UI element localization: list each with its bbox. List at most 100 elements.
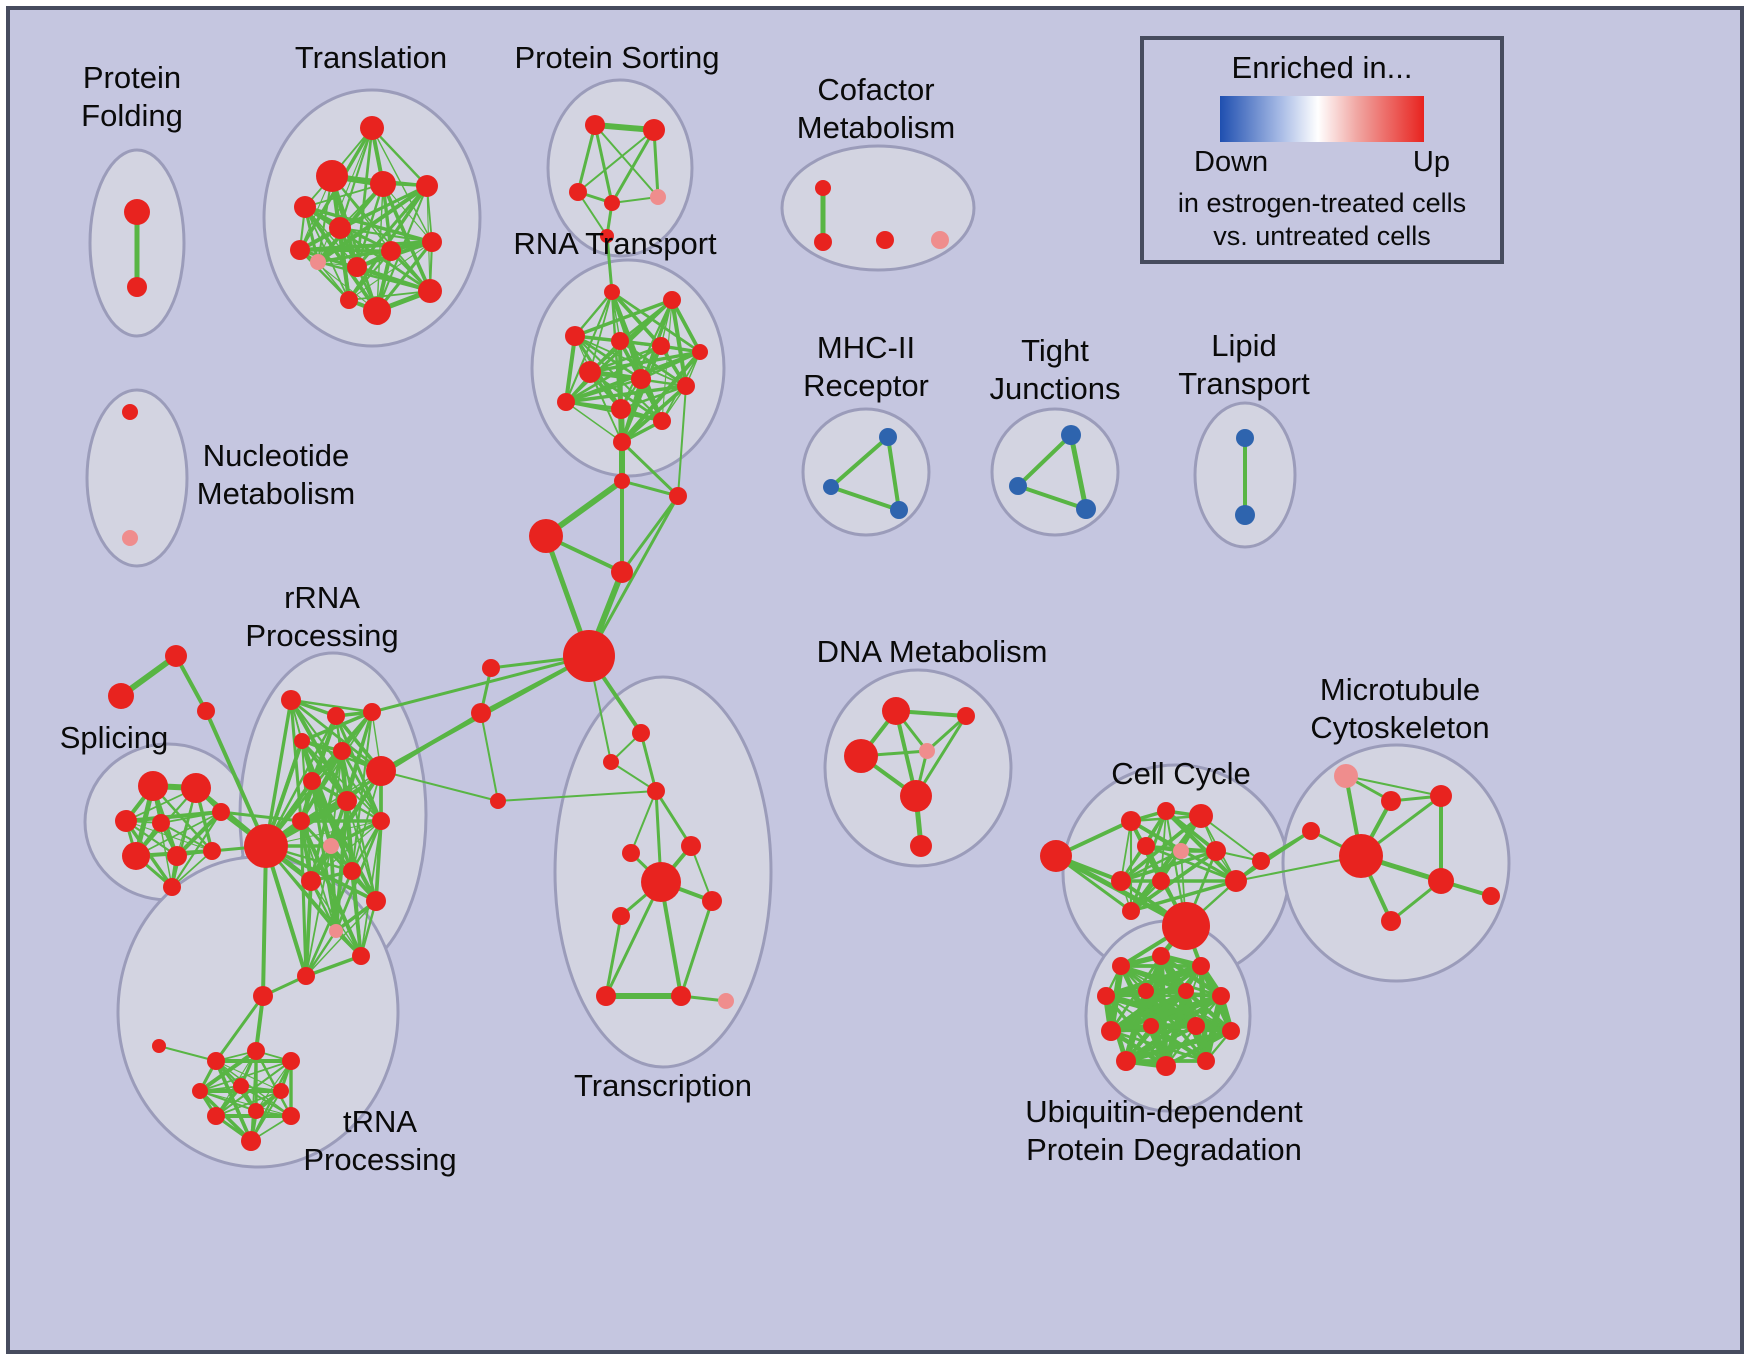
node-rrna-processing-2[interactable] xyxy=(327,707,345,725)
node-microtubule-1[interactable] xyxy=(1381,791,1401,811)
node-rrna-processing-17[interactable] xyxy=(297,967,315,985)
node-ubiquitin-4[interactable] xyxy=(1138,983,1154,999)
node-cell-cycle-12[interactable] xyxy=(1252,852,1270,870)
node-rna-transport-9[interactable] xyxy=(557,393,575,411)
node-conn-9[interactable] xyxy=(108,683,134,709)
node-ubiquitin-2[interactable] xyxy=(1192,957,1210,975)
node-translation-5[interactable] xyxy=(310,254,326,270)
node-translation-7[interactable] xyxy=(416,175,438,197)
node-trna-processing-4[interactable] xyxy=(192,1083,208,1099)
node-trna-processing-2[interactable] xyxy=(247,1042,265,1060)
node-rrna-processing-15[interactable] xyxy=(329,924,343,938)
node-translation-10[interactable] xyxy=(347,257,367,277)
node-transcription-5[interactable] xyxy=(641,862,681,902)
node-translation-8[interactable] xyxy=(422,232,442,252)
node-rna-transport-5[interactable] xyxy=(692,344,708,360)
node-translation-11[interactable] xyxy=(363,297,391,325)
node-rna-transport-8[interactable] xyxy=(677,377,695,395)
node-dna-metabolism-5[interactable] xyxy=(910,835,932,857)
node-transcription-7[interactable] xyxy=(612,907,630,925)
node-dna-metabolism-4[interactable] xyxy=(900,780,932,812)
node-cell-cycle-4[interactable] xyxy=(1137,837,1155,855)
node-cell-cycle-3[interactable] xyxy=(1189,804,1213,828)
node-ubiquitin-8[interactable] xyxy=(1143,1018,1159,1034)
node-transcription-4[interactable] xyxy=(622,844,640,862)
node-cell-cycle-1[interactable] xyxy=(1121,811,1141,831)
node-splicing-1[interactable] xyxy=(181,773,211,803)
node-transcription-1[interactable] xyxy=(603,754,619,770)
node-splicing-2[interactable] xyxy=(115,810,137,832)
node-dna-metabolism-3[interactable] xyxy=(919,743,935,759)
node-rrna-processing-16[interactable] xyxy=(352,947,370,965)
node-rna-transport-7[interactable] xyxy=(631,369,651,389)
node-rrna-processing-5[interactable] xyxy=(333,742,351,760)
node-protein-sorting-2[interactable] xyxy=(569,183,587,201)
node-trna-processing-8[interactable] xyxy=(248,1103,264,1119)
node-rrna-processing-8[interactable] xyxy=(337,791,357,811)
node-conn-1[interactable] xyxy=(669,487,687,505)
node-translation-2[interactable] xyxy=(294,196,316,218)
node-translation-13[interactable] xyxy=(340,291,358,309)
node-cell-cycle-9[interactable] xyxy=(1225,870,1247,892)
node-rrna-processing-13[interactable] xyxy=(301,871,321,891)
node-mhc2-1[interactable] xyxy=(823,479,839,495)
node-trna-processing-3[interactable] xyxy=(282,1052,300,1070)
node-protein-sorting-1[interactable] xyxy=(643,119,665,141)
node-nucleotide-metabolism-0[interactable] xyxy=(122,404,138,420)
node-rrna-processing-7[interactable] xyxy=(303,772,321,790)
node-rrna-processing-0[interactable] xyxy=(244,824,288,868)
node-rna-transport-11[interactable] xyxy=(653,412,671,430)
node-cofactor-metabolism-1[interactable] xyxy=(814,233,832,251)
node-cell-cycle-11[interactable] xyxy=(1162,902,1210,950)
node-microtubule-0[interactable] xyxy=(1334,764,1358,788)
node-rrna-processing-6[interactable] xyxy=(366,756,396,786)
node-transcription-2[interactable] xyxy=(647,782,665,800)
node-translation-1[interactable] xyxy=(316,160,348,192)
node-conn-7[interactable] xyxy=(490,793,506,809)
node-protein-sorting-3[interactable] xyxy=(604,195,620,211)
node-ubiquitin-11[interactable] xyxy=(1116,1051,1136,1071)
node-rna-transport-12[interactable] xyxy=(613,433,631,451)
node-dna-metabolism-0[interactable] xyxy=(882,697,910,725)
node-protein-folding-0[interactable] xyxy=(124,199,150,225)
node-cofactor-metabolism-0[interactable] xyxy=(815,180,831,196)
node-tight-junctions-0[interactable] xyxy=(1061,425,1081,445)
node-cofactor-metabolism-3[interactable] xyxy=(931,231,949,249)
node-ubiquitin-7[interactable] xyxy=(1101,1021,1121,1041)
node-transcription-10[interactable] xyxy=(718,993,734,1009)
node-trna-processing-9[interactable] xyxy=(282,1107,300,1125)
node-cell-cycle-5[interactable] xyxy=(1173,843,1189,859)
node-rna-transport-4[interactable] xyxy=(652,337,670,355)
node-splicing-0[interactable] xyxy=(138,771,168,801)
node-ubiquitin-0[interactable] xyxy=(1112,957,1130,975)
node-conn-5[interactable] xyxy=(482,659,500,677)
node-rrna-processing-12[interactable] xyxy=(343,862,361,880)
node-ubiquitin-3[interactable] xyxy=(1097,987,1115,1005)
node-translation-6[interactable] xyxy=(290,240,310,260)
node-rrna-processing-11[interactable] xyxy=(323,838,339,854)
node-conn-0[interactable] xyxy=(614,473,630,489)
node-ubiquitin-12[interactable] xyxy=(1156,1056,1176,1076)
node-splicing-6[interactable] xyxy=(167,846,187,866)
node-cell-cycle-2[interactable] xyxy=(1157,802,1175,820)
node-rrna-processing-4[interactable] xyxy=(294,733,310,749)
node-transcription-6[interactable] xyxy=(702,891,722,911)
node-protein-sorting-5[interactable] xyxy=(600,229,614,243)
node-mhc2-2[interactable] xyxy=(890,501,908,519)
node-rna-transport-3[interactable] xyxy=(611,332,629,350)
node-cofactor-metabolism-2[interactable] xyxy=(876,231,894,249)
node-dna-metabolism-1[interactable] xyxy=(957,707,975,725)
node-rna-transport-1[interactable] xyxy=(663,291,681,309)
node-translation-0[interactable] xyxy=(360,116,384,140)
node-protein-sorting-0[interactable] xyxy=(585,115,605,135)
node-conn-4[interactable] xyxy=(563,630,615,682)
node-trna-processing-11[interactable] xyxy=(152,1039,166,1053)
node-splicing-4[interactable] xyxy=(212,803,230,821)
node-transcription-3[interactable] xyxy=(681,836,701,856)
node-microtubule-6[interactable] xyxy=(1482,887,1500,905)
node-microtubule-2[interactable] xyxy=(1430,785,1452,807)
node-cell-cycle-0[interactable] xyxy=(1040,840,1072,872)
node-rrna-processing-3[interactable] xyxy=(363,703,381,721)
node-microtubule-5[interactable] xyxy=(1428,868,1454,894)
node-splicing-5[interactable] xyxy=(122,842,150,870)
